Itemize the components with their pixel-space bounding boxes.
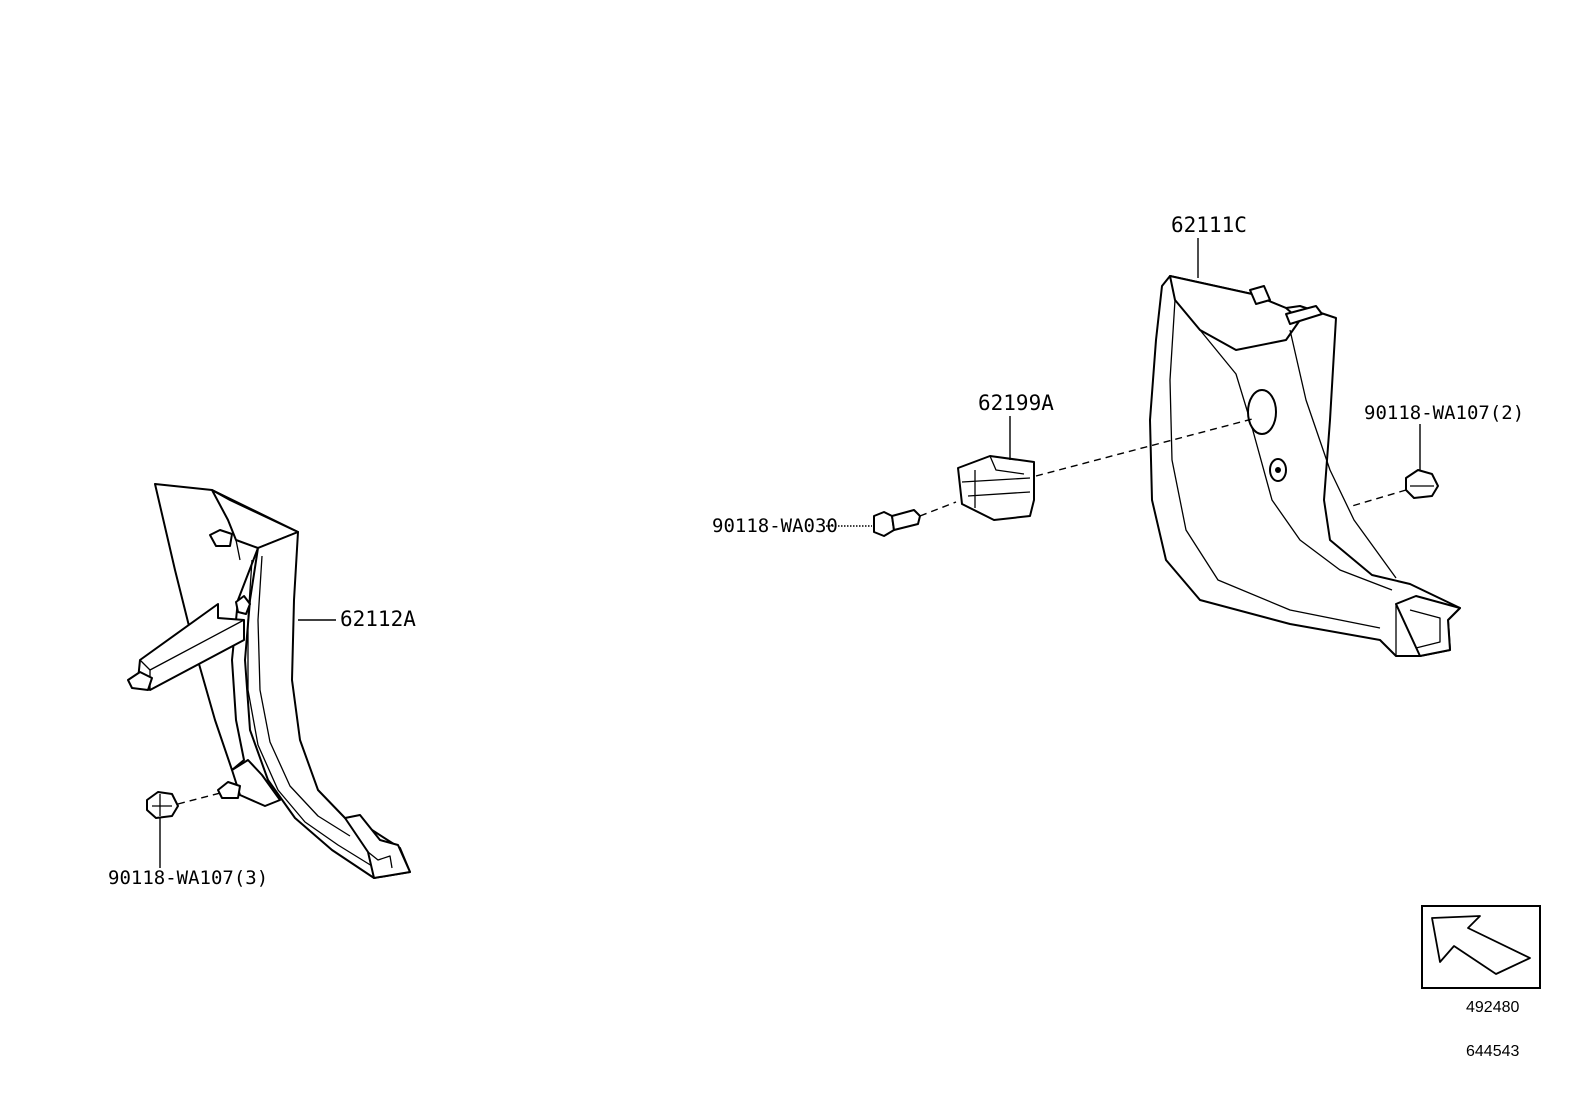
front-direction-arrow-icon (1431, 915, 1531, 975)
trim-panel-62112a (127, 483, 411, 879)
screw-90118-wa030 (873, 509, 921, 537)
label-90118-wa030: 90118-WA030 (712, 515, 838, 537)
direction-box (1421, 905, 1541, 989)
bracket-62199a (957, 455, 1035, 521)
label-90118-wa107-3: 90118-WA107(3) (108, 867, 268, 889)
label-62199a: 62199A (978, 391, 1054, 415)
illustration-id: 644543 (1466, 1043, 1519, 1060)
label-62112a: 62112A (340, 607, 416, 631)
trim-panel-62111c (1149, 275, 1461, 657)
label-62111c: 62111C (1171, 213, 1247, 237)
direction-box-id: 492480 (1466, 999, 1519, 1016)
label-90118-wa107-2: 90118-WA107(2) (1364, 402, 1524, 424)
clip-90118-wa107-2 (1405, 469, 1439, 499)
clip-90118-wa107-3 (146, 791, 179, 819)
